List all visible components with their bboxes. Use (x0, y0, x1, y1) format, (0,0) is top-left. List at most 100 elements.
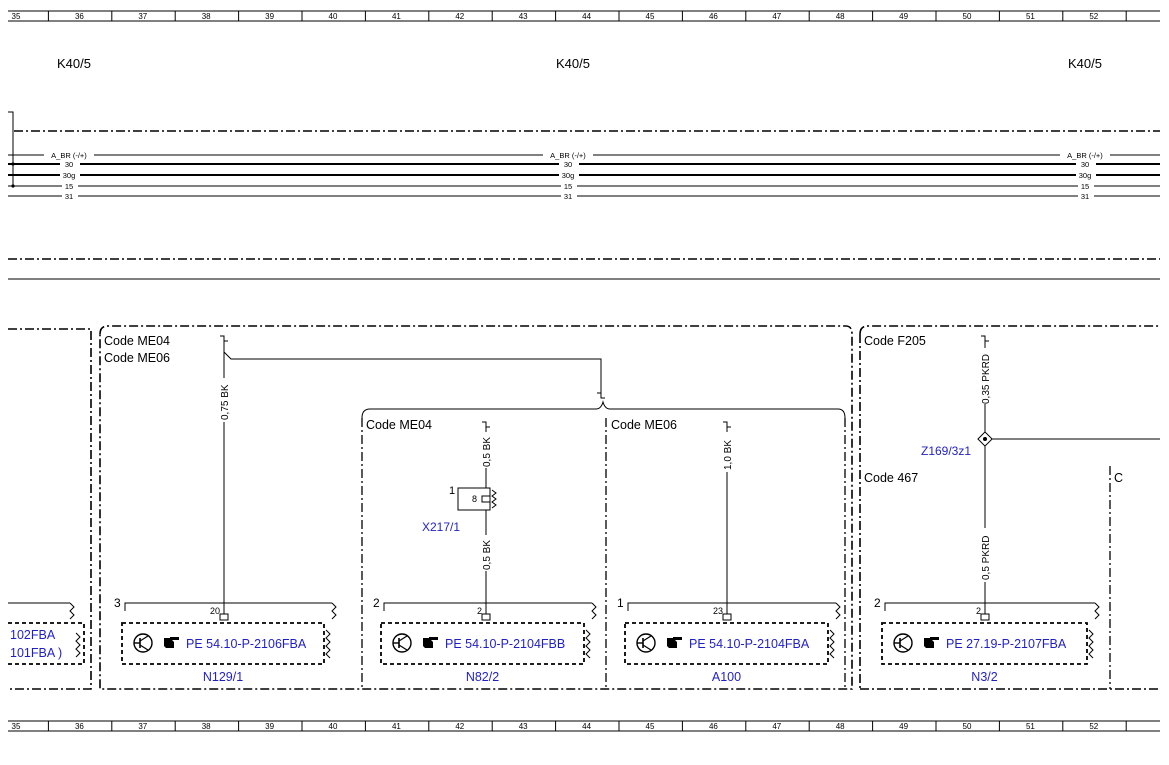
module-reference-link[interactable]: PE 54.10-P-2104FBB (445, 637, 565, 651)
transistor-icon (392, 633, 412, 653)
ruler-column-35: 35 (12, 12, 21, 21)
module-pin: 2 (477, 606, 482, 616)
ruler-column-44: 44 (582, 12, 591, 21)
module-pin: 23 (713, 606, 723, 616)
ruler-column-37: 37 (138, 722, 147, 731)
module-name[interactable]: A100 (712, 670, 741, 684)
ruler-column-51: 51 (1026, 12, 1035, 21)
svg-text:A_BR (-/+): A_BR (-/+) (1067, 151, 1103, 160)
module-pin: 2 (976, 606, 981, 616)
module-name[interactable]: N82/2 (466, 670, 499, 684)
wire-n82-2: 0,5 BK 0,5 BK (480, 421, 493, 615)
module-position: 2 (874, 596, 881, 610)
wire-n129-1: 0,75 BK (218, 335, 605, 615)
module-n82-2[interactable]: 2 2 PE 54.10-P-2104FBB N82/2 (373, 596, 597, 684)
ruler-column-47: 47 (772, 722, 781, 731)
module-name[interactable]: N3/2 (971, 670, 997, 684)
module-pin: 20 (210, 606, 220, 616)
module-position: 3 (114, 596, 121, 610)
wire-n3-2: 0,35 PKRD 0,5 PKRD Z169/3z1 (921, 335, 1160, 615)
code-me04-inner: Code ME04 (366, 418, 432, 432)
module-reference-link[interactable]: PE 27.19-P-2107FBA (946, 637, 1067, 651)
code-me04-outer: Code ME04 (104, 334, 170, 348)
ruler-column-43: 43 (519, 722, 528, 731)
transistor-icon (893, 633, 913, 653)
pointing-hand-icon (924, 637, 939, 648)
ruler-column-41: 41 (392, 12, 401, 21)
module-position: 1 (617, 596, 624, 610)
connector-x217-1-label: X217/1 (422, 520, 460, 534)
ruler-column-52: 52 (1089, 722, 1098, 731)
svg-text:1,0 BK: 1,0 BK (723, 440, 734, 470)
connector-x217-1: 1 8 X217/1 (422, 485, 497, 534)
svg-text:1: 1 (449, 485, 455, 497)
ruler-column-50: 50 (963, 12, 972, 21)
pointing-hand-icon (423, 637, 438, 648)
pointing-hand-icon (164, 637, 179, 648)
svg-text:30g: 30g (63, 171, 76, 180)
svg-text:15: 15 (564, 182, 572, 191)
module-reference-link[interactable]: PE 54.10-P-2104FBA (689, 637, 810, 651)
module-reference-link[interactable]: PE 54.10-P-2106FBA (186, 637, 307, 651)
ruler-column-51: 51 (1026, 722, 1035, 731)
code-c-partial: C (1114, 471, 1123, 485)
ruler-column-43: 43 (519, 12, 528, 21)
ruler-column-49: 49 (899, 12, 908, 21)
ruler-column-40: 40 (329, 12, 338, 21)
svg-text:31: 31 (564, 192, 572, 201)
svg-text:30: 30 (1081, 160, 1089, 169)
pointing-hand-icon (667, 637, 682, 648)
ruler-column-39: 39 (265, 12, 274, 21)
ruler-column-38: 38 (202, 722, 211, 731)
ruler-column-50: 50 (963, 722, 972, 731)
code-me06-outer: Code ME06 (104, 351, 170, 365)
ruler-column-36: 36 (75, 722, 84, 731)
ruler-column-44: 44 (582, 722, 591, 731)
ruler-column-36: 36 (75, 12, 84, 21)
code-me06-inner: Code ME06 (611, 418, 677, 432)
ruler-column-52: 52 (1089, 12, 1098, 21)
ruler-column-47: 47 (772, 12, 781, 21)
wire-a100: 1,0 BK (721, 421, 734, 615)
ruler-column-35: 35 (12, 722, 21, 731)
svg-text:31: 31 (65, 192, 73, 201)
variant-outlines (8, 325, 1160, 690)
header-k40-5-left: K40/5 (57, 56, 91, 71)
svg-text:30g: 30g (562, 171, 575, 180)
bus-left-bracket (8, 111, 14, 131)
control-modules: 3 20 PE 54.10-P-2106FBA N129/1 2 2 PE 54.10-P-… (114, 596, 1100, 684)
svg-text:30: 30 (65, 160, 73, 169)
ruler-column-46: 46 (709, 12, 718, 21)
bus-labels-right: A_BR (-/+) 30 30g 15 31 (1060, 150, 1110, 201)
bus-labels-left: A_BR (-/+) 30 30g 15 31 (44, 150, 94, 201)
ruler-column-42: 42 (455, 722, 464, 731)
svg-text:0,5 BK: 0,5 BK (482, 437, 493, 467)
svg-text:A_BR (-/+): A_BR (-/+) (51, 151, 87, 160)
transistor-icon (133, 633, 153, 653)
code-467: Code 467 (864, 471, 918, 485)
module-a100[interactable]: 1 23 PE 54.10-P-2104FBA A100 (617, 596, 841, 684)
svg-text:8: 8 (472, 494, 477, 504)
svg-text:0,75 BK: 0,75 BK (220, 384, 231, 420)
module-name[interactable]: N129/1 (203, 670, 243, 684)
module-position: 2 (373, 596, 380, 610)
ruler-column-42: 42 (455, 12, 464, 21)
svg-text:101FBA ): 101FBA ) (10, 646, 62, 660)
svg-text:102FBA: 102FBA (10, 628, 56, 642)
bus-labels-mid: A_BR (-/+) 30 30g 15 31 (543, 150, 593, 201)
module-partial-left: 102FBA 101FBA ) (8, 602, 85, 665)
ruler-column-45: 45 (646, 722, 655, 731)
module-n3-2[interactable]: 2 2 PE 27.19-P-2107FBA N3/2 (874, 596, 1100, 684)
ruler-column-49: 49 (899, 722, 908, 731)
svg-text:15: 15 (1081, 182, 1089, 191)
code-f205: Code F205 (864, 334, 926, 348)
ruler-column-39: 39 (265, 722, 274, 731)
ruler-column-41: 41 (392, 722, 401, 731)
svg-text:15: 15 (65, 182, 73, 191)
svg-text:A_BR (-/+): A_BR (-/+) (550, 151, 586, 160)
svg-text:30: 30 (564, 160, 572, 169)
ruler-column-45: 45 (646, 12, 655, 21)
module-n129-1[interactable]: 3 20 PE 54.10-P-2106FBA N129/1 (114, 596, 337, 684)
